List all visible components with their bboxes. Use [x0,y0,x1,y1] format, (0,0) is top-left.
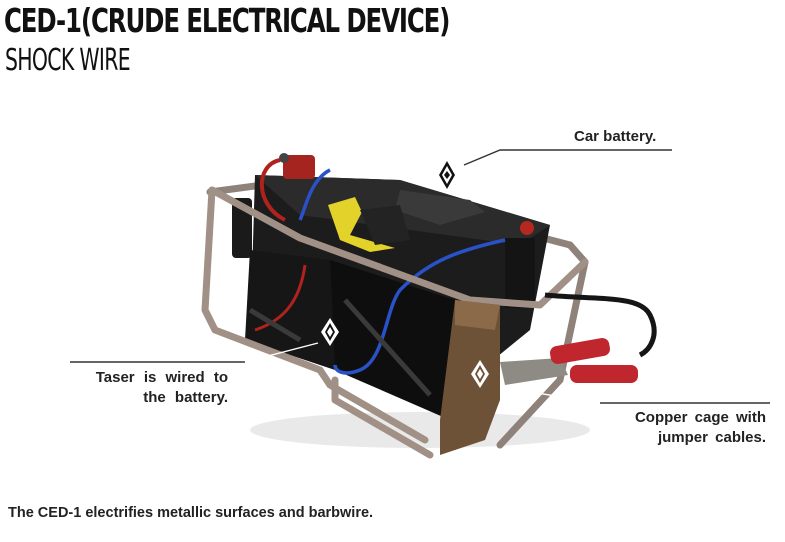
page-subtitle: SHOCK WIRE [5,43,131,78]
diamond-marker-icon [321,318,339,346]
callout-copper-cage: Copper cage with jumper cables. [600,408,766,448]
callout-taser-line2: the battery. [143,389,228,406]
diamond-marker-icon [471,360,489,388]
page-title: CED-1(CRUDE ELECTRICAL DEVICE) [4,1,450,40]
callout-cage-line1: Copper cage with [634,409,766,426]
callout-car-battery: Car battery. [574,127,656,147]
callout-car-battery-label: Car battery. [574,128,657,145]
callout-taser-line1: Taser is wired to [95,369,228,386]
callout-cage-line2: jumper cables. [657,429,766,446]
callout-taser: Taser is wired to the battery. [70,368,228,408]
diamond-marker-icon [439,161,455,189]
footer-description: The CED-1 electrifies metallic surfaces … [8,505,374,521]
